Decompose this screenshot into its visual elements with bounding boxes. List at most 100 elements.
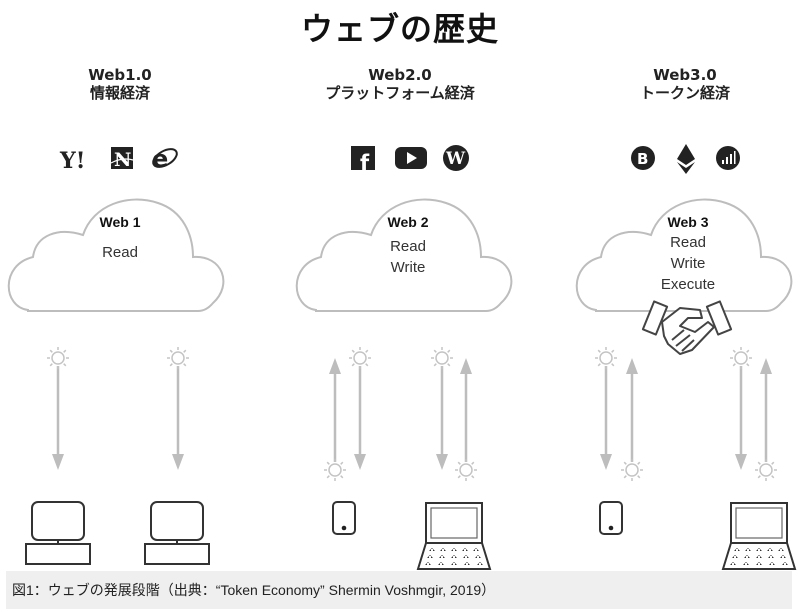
laptop-key <box>782 562 788 565</box>
sun-source-icon <box>430 346 454 370</box>
web2-subtitle: プラットフォーム経済 <box>325 84 475 102</box>
laptop-key <box>756 562 762 565</box>
laptop-key <box>451 555 457 558</box>
cloud-title-web1: Web 1 <box>99 214 141 230</box>
arrow-down-head <box>735 454 747 470</box>
arrow-down-head <box>172 454 184 470</box>
laptop-key <box>780 555 786 558</box>
laptop-key <box>427 555 433 558</box>
svg-text:Y!: Y! <box>59 148 85 174</box>
internet-explorer-logo: e <box>152 145 178 173</box>
laptop-display <box>430 507 478 539</box>
sun-source-icon <box>166 346 190 370</box>
arrow-up-head <box>460 358 472 374</box>
laptop-key <box>438 562 444 565</box>
laptop-keyboard <box>416 542 492 570</box>
laptop-key <box>745 548 751 551</box>
laptop-web2 <box>416 502 492 570</box>
laptop-key <box>477 562 483 565</box>
web1-version: Web1.0 <box>88 66 152 84</box>
facebook-logo: f <box>351 146 375 175</box>
web3-version: Web3.0 <box>653 66 717 84</box>
laptop-key <box>768 555 774 558</box>
laptop-key <box>429 548 435 551</box>
cloud-line-execute: Execute <box>660 276 716 293</box>
arrow-up-head <box>760 358 772 374</box>
cloud-line-write: Write <box>390 259 426 276</box>
sun-source-icon <box>348 346 372 370</box>
laptop-key <box>744 555 750 558</box>
laptop-key <box>462 548 468 551</box>
laptop-key <box>743 562 749 565</box>
smartphone-web3 <box>599 501 623 535</box>
figure-caption: 図1：ウェブの発展段階（出典：“Token Economy” Shermin V… <box>6 571 792 609</box>
sun-source-icon <box>754 458 778 482</box>
diagram-title: ウェブの歴史 <box>300 10 499 48</box>
sun-source-icon <box>454 458 478 482</box>
sun-source-icon <box>620 458 644 482</box>
arrow-up-head <box>329 358 341 374</box>
ethereum-logo <box>677 144 695 174</box>
column-header-web2: Web2.0 プラットフォーム経済 <box>300 66 500 102</box>
laptop-display <box>735 507 783 539</box>
laptop-key <box>440 548 446 551</box>
arrow-down-head <box>436 454 448 470</box>
web3-subtitle: トークン経済 <box>639 84 730 102</box>
laptop-key <box>756 555 762 558</box>
cloud-text-web1: Web 1 Read <box>60 214 180 263</box>
laptop-key <box>425 562 431 565</box>
laptop-key <box>769 562 775 565</box>
cloud-title-web3: Web 3 <box>667 214 709 230</box>
sun-source-icon <box>323 458 347 482</box>
laptop-key <box>439 555 445 558</box>
handshake-icon <box>641 300 733 355</box>
laptop-key <box>463 555 469 558</box>
wordpress-logo: W <box>443 145 469 171</box>
cloud-text-web2: Web 2 Read Write <box>348 214 468 278</box>
netscape-logo: N <box>110 147 134 171</box>
laptop-key <box>451 562 457 565</box>
laptop-key <box>451 548 457 551</box>
svg-text:N: N <box>114 149 131 171</box>
column-header-web1: Web1.0 情報経済 <box>40 66 200 102</box>
sun-source-icon <box>594 346 618 370</box>
web2-version: Web2.0 <box>368 66 432 84</box>
cloud-line-read: Read <box>390 238 426 255</box>
laptop-keyboard <box>721 542 797 570</box>
cloud-line-write: Write <box>670 255 706 272</box>
arrow-down-head <box>600 454 612 470</box>
laptop-key <box>464 562 470 565</box>
laptop-key <box>778 548 784 551</box>
svg-text:W: W <box>445 149 466 169</box>
desktop-computer-2 <box>144 501 210 565</box>
laptop-key <box>473 548 479 551</box>
desktop-computer-1 <box>25 501 91 565</box>
laptop-key <box>767 548 773 551</box>
youtube-logo <box>395 147 427 169</box>
smartphone-web2 <box>332 501 356 535</box>
cloud-text-web3: Web 3 Read Write Execute <box>628 214 748 295</box>
laptop-key <box>732 555 738 558</box>
sun-source-icon <box>46 346 70 370</box>
column-header-web3: Web3.0 トークン経済 <box>600 66 770 102</box>
laptop-key <box>475 555 481 558</box>
arrow-down-head <box>354 454 366 470</box>
cloud-line-read: Read <box>102 244 138 261</box>
svg-text:f: f <box>360 151 370 175</box>
sun-source-icon <box>729 346 753 370</box>
yahoo-logo: Y! <box>59 148 85 174</box>
cloud-title-web2: Web 2 <box>387 214 429 230</box>
laptop-web3 <box>721 502 797 570</box>
data-flow-arrows <box>46 346 778 482</box>
web1-subtitle: 情報経済 <box>89 84 150 102</box>
cloud-line-read: Read <box>670 234 706 251</box>
arrow-down-head <box>52 454 64 470</box>
laptop-key <box>730 562 736 565</box>
svg-text:B: B <box>637 150 648 168</box>
chart-token-logo <box>716 146 740 170</box>
laptop-key <box>734 548 740 551</box>
laptop-key <box>756 548 762 551</box>
bitcoin-logo: B <box>631 146 655 170</box>
arrow-up-head <box>626 358 638 374</box>
